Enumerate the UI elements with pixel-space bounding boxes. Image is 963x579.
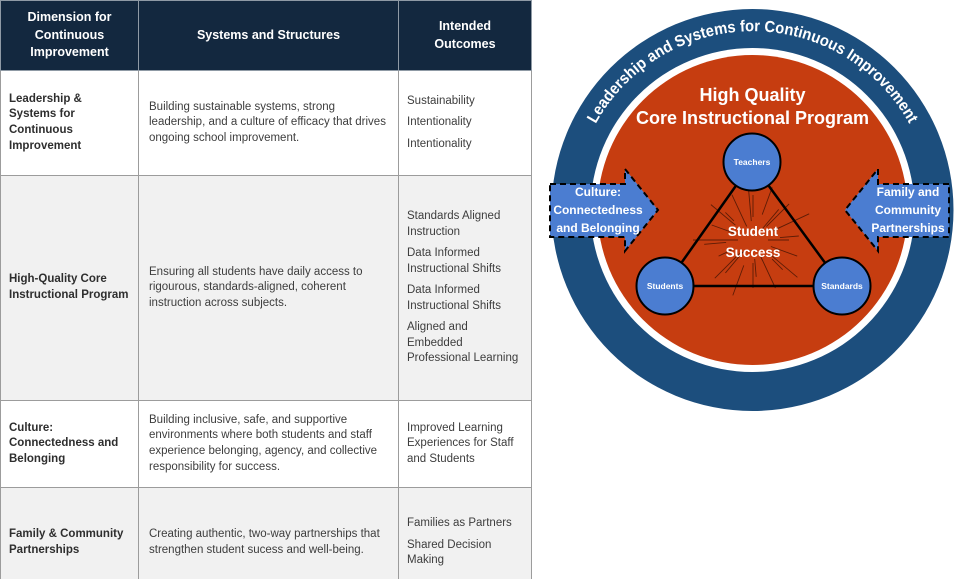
outcome-item: Intentionality (407, 116, 472, 129)
systems-cell: Building inclusive, safe, and supportive… (138, 400, 399, 488)
culture-arrow-line3: and Belonging (556, 221, 639, 235)
family-arrow-line2: Community (875, 203, 941, 217)
outcomes-cell: Families as Partners Shared Decision Mak… (398, 487, 532, 579)
systems-cell: Creating authentic, two-way partnerships… (138, 487, 399, 579)
outcome-item: Shared Decision Making (407, 538, 492, 567)
header-dimension: Dimension for Continuous Improvement (0, 0, 139, 71)
table-header-row: Dimension for Continuous Improvement Sys… (0, 0, 532, 71)
table-row: Family & Community Partnerships Creating… (0, 487, 532, 579)
center-label-line1: Student (728, 224, 779, 239)
outcome-item: Standards Aligned Instruction (407, 210, 501, 238)
outcomes-cell: Standards Aligned Instruction Data Infor… (398, 175, 532, 401)
center-label-line2: Success (726, 245, 781, 260)
header-systems: Systems and Structures (138, 0, 399, 71)
dimension-cell: Family & Community Partnerships (0, 487, 139, 579)
starburst-lines (693, 179, 810, 296)
dimension-cell: Culture: Connectedness and Belonging (0, 400, 139, 488)
outcome-item: Sustainability (407, 94, 475, 107)
improvement-model-diagram: Leadership and Systems for Continuous Im… (540, 0, 963, 430)
outcome-item: Data Informed Instructional Shifts (407, 284, 501, 312)
outcome-item: Improved Learning Experiences for Staff … (407, 421, 514, 465)
culture-arrow-line2: Connectedness (553, 203, 643, 217)
dimensions-table: Dimension for Continuous Improvement Sys… (0, 0, 532, 579)
inner-title-line1: High Quality (699, 85, 805, 105)
header-outcomes: Intended Outcomes (398, 0, 532, 71)
outcomes-cell: Improved Learning Experiences for Staff … (398, 400, 532, 488)
table-row: Culture: Connectedness and Belonging Bui… (0, 400, 532, 488)
standards-node-circle (812, 256, 872, 316)
family-arrow-line3: Partnerships (871, 221, 945, 235)
outcome-item: Intentionality (407, 137, 472, 150)
culture-arrow-line1: Culture: (575, 185, 621, 199)
systems-cell: Building sustainable systems, strong lea… (138, 70, 399, 176)
culture-arrow (549, 166, 660, 254)
outcome-item: Aligned and Embedded Professional Learni… (407, 321, 519, 365)
students-node-label: Students (647, 281, 684, 291)
triangle-connector (662, 160, 845, 288)
table-row: High-Quality Core Instructional Program … (0, 175, 532, 401)
outcome-item: Data Informed Instructional Shifts (407, 247, 501, 275)
dimension-cell: Leadership & Systems for Continuous Impr… (0, 70, 139, 176)
teachers-node-circle (722, 132, 782, 192)
teachers-node-label: Teachers (734, 157, 771, 167)
dimension-cell: High-Quality Core Instructional Program (0, 175, 139, 401)
inner-title-line2: Core Instructional Program (636, 108, 869, 128)
family-arrow-line1: Family and (877, 185, 940, 199)
family-arrow (843, 166, 950, 254)
table-row: Leadership & Systems for Continuous Impr… (0, 70, 532, 176)
systems-cell: Ensuring all students have daily access … (138, 175, 399, 401)
standards-node-label: Standards (821, 281, 863, 291)
outcome-item: Families as Partners (407, 517, 512, 530)
students-node-circle (635, 256, 695, 316)
outcomes-cell: Sustainability Intentionality Intentiona… (398, 70, 532, 176)
